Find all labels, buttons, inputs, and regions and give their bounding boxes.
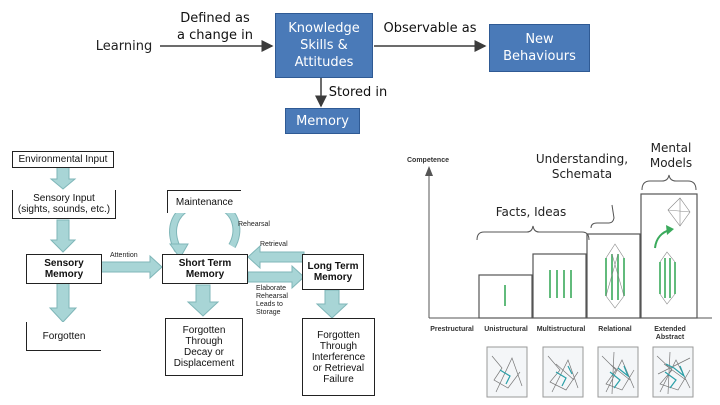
- rehearsal-label: Rehearsal: [238, 221, 270, 228]
- solo-step-relational: [586, 233, 641, 319]
- solo-brace-mental: [641, 174, 697, 191]
- solo-thumbnails: [486, 346, 694, 398]
- knowledge-skills-attitudes-box: Knowledge Skills & Attitudes: [275, 13, 373, 78]
- maintenance-box: Maintenance: [167, 190, 241, 213]
- solo-level-extended-abstract: Extended Abstract: [654, 326, 686, 341]
- defined-as-label: Defined as a change in: [177, 11, 253, 43]
- observable-as-label: Observable as: [383, 21, 477, 36]
- retrieval-label: Retrieval: [260, 241, 288, 248]
- mm-arrow-attention: [100, 254, 163, 280]
- mm-arrow-stm-forgotten: [186, 284, 220, 317]
- stored-in-label: Stored in: [328, 85, 388, 100]
- forgotten-box: Forgotten: [26, 322, 101, 351]
- solo-axis-label: Competence: [406, 157, 449, 164]
- mm-arrow-ltm-forgotten: [315, 289, 349, 319]
- solo-level-prestructural: Prestructural: [430, 326, 474, 333]
- learning-label: Learning: [95, 39, 153, 54]
- new-behaviours-box: New Behaviours: [489, 24, 590, 72]
- solo-level-relational: Relational: [598, 326, 632, 333]
- solo-step-extended: [640, 193, 698, 319]
- memory-box: Memory: [285, 108, 360, 134]
- solo-understanding-label: Understanding, Schemata: [535, 152, 629, 181]
- sensory-input-box: Sensory Input (sights, sounds, etc.): [12, 190, 116, 219]
- long-term-memory-box: Long Term Memory: [302, 254, 364, 290]
- short-term-memory-box: Short Term Memory: [162, 254, 248, 284]
- forgotten-interference-box: Forgotten Through Interference or Retrie…: [302, 318, 375, 396]
- solo-level-unistructural: Unistructural: [484, 326, 528, 333]
- mm-arrow-sensory-forgotten: [48, 282, 78, 323]
- mm-arrow-input-memory: [49, 219, 77, 253]
- forgotten-decay-box: Forgotten Through Decay or Displacement: [165, 318, 243, 376]
- solo-facts-ideas-label: Facts, Ideas: [495, 205, 567, 219]
- attention-label: Attention: [110, 252, 138, 259]
- mm-arrow-stm-ltm: [247, 264, 305, 290]
- solo-mental-models-label: Mental Models: [649, 141, 693, 170]
- mm-arrow-retrieval: [247, 244, 305, 270]
- mm-arrow-env-sensory: [49, 166, 77, 190]
- solo-brace-facts: [476, 225, 590, 241]
- solo-level-multistructural: Multistructural: [536, 326, 586, 333]
- solo-step-multistructural: [532, 253, 587, 319]
- elaborate-rehearsal-label: Elaborate Rehearsal Leads to Storage: [256, 285, 288, 316]
- solo-brace-understanding: [590, 204, 615, 229]
- sensory-memory-box: Sensory Memory: [26, 254, 102, 284]
- environmental-input-box: Environmental Input: [12, 151, 114, 168]
